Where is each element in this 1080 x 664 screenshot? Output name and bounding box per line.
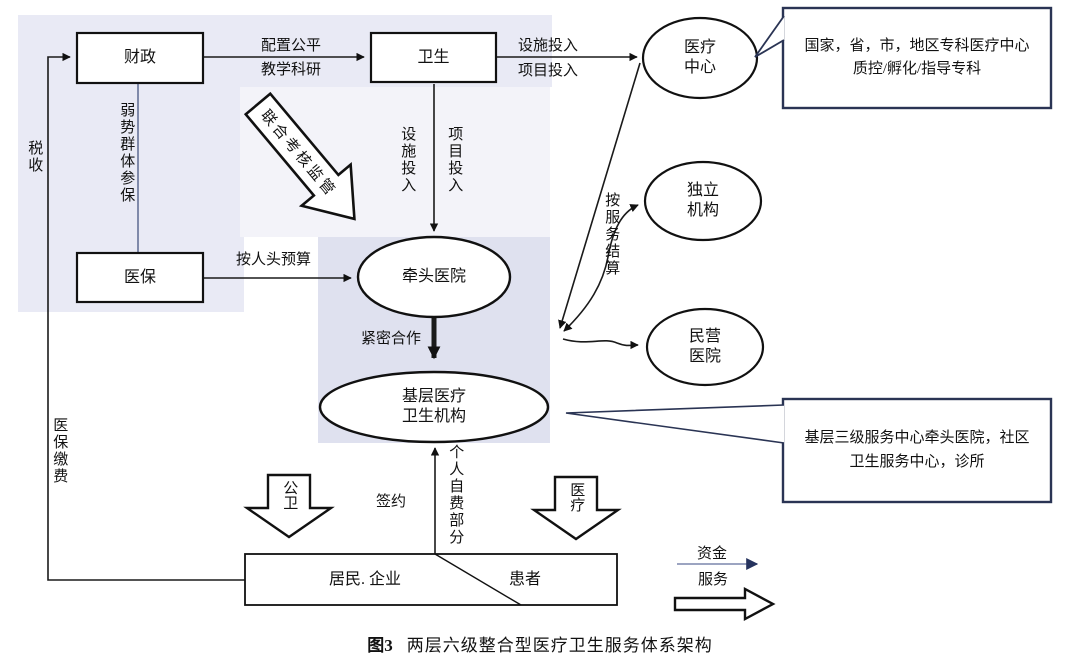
node-medical-center-ellipse xyxy=(641,16,759,100)
node-residents-label: 居民. 企业 xyxy=(328,570,401,588)
callout-specialist-line2: 质控/孵化/指导专科 xyxy=(852,61,982,77)
public-health-flow-label: 公卫 xyxy=(281,480,298,510)
public-health-flow-arrow xyxy=(243,473,335,539)
joint-supervision-arrow: 联合考核监管 xyxy=(243,91,356,221)
callout-specialist-line1: 国家，省，市，地区专科医疗中心 xyxy=(804,37,1030,54)
node-lead-hospital-label: 牵头医院 xyxy=(401,268,466,285)
label-tax: 税收 xyxy=(26,140,43,174)
node-patients-label: 患者 xyxy=(508,570,541,588)
callout-specialist-tail xyxy=(754,15,785,58)
node-medical-center-label: 医疗 中心 xyxy=(683,39,716,76)
edge-private-settlement xyxy=(562,338,639,350)
medical-flow-arrow xyxy=(530,475,622,541)
edge-medical-center-settlement xyxy=(558,62,641,329)
node-primary-care-ellipse xyxy=(318,370,550,444)
label-vulnerable-enroll: 弱势群体参保 xyxy=(118,102,135,204)
node-finance-box xyxy=(75,31,205,85)
node-independent-ellipse xyxy=(643,160,763,242)
label-project-input-top: 项目投入 xyxy=(518,63,579,79)
legend-services-arrow xyxy=(673,586,776,622)
label-service-settlement: 按服务结算 xyxy=(603,192,620,277)
callout-primary-line2: 卫生服务中心，诊所 xyxy=(849,453,985,470)
node-finance-label: 财政 xyxy=(123,49,156,66)
callout-primary-tail xyxy=(565,404,785,444)
label-close-cooperation: 紧密合作 xyxy=(361,331,422,347)
label-sign-contract: 签约 xyxy=(376,494,407,510)
callout-specialist-box xyxy=(781,6,1053,110)
label-insurance-premium: 医保缴费 xyxy=(51,417,68,485)
edge-tax-premium-loop xyxy=(47,52,246,581)
callout-primary-line1: 基层三级服务中心牵头医院，社区 xyxy=(804,430,1030,447)
label-project-input-v: 项目投入 xyxy=(446,126,463,194)
node-private-hospital-ellipse xyxy=(645,307,765,387)
figure-caption-text: 两层六级整合型医疗卫生服务体系架构 xyxy=(406,636,713,655)
label-fair-allocation: 配置公平 xyxy=(261,38,322,54)
figure-caption: 图3 两层六级整合型医疗卫生服务体系架构 xyxy=(0,631,1080,656)
label-facility-input-top: 设施投入 xyxy=(518,38,579,54)
node-lead-hospital-ellipse xyxy=(356,235,512,319)
node-residents-patients-box xyxy=(244,553,618,606)
node-insurance-box xyxy=(75,251,205,304)
node-insurance-label: 医保 xyxy=(123,268,156,286)
residents-patients-divider xyxy=(434,553,522,606)
callout-primary-box xyxy=(781,397,1053,504)
medical-flow-label: 医疗 xyxy=(568,482,585,512)
joint-supervision-label: 联合考核监管 xyxy=(257,107,339,201)
node-health-label: 卫生 xyxy=(417,48,450,66)
figure-caption-tag: 图3 xyxy=(367,636,393,655)
callout-primary-text: 基层三级服务中心牵头医院，社区 卫生服务中心，诊所 xyxy=(783,399,1051,502)
node-health-box xyxy=(369,31,498,84)
node-private-hospital-label: 民营 医院 xyxy=(688,328,721,365)
label-facility-input-v: 设施投入 xyxy=(399,126,416,194)
node-independent-label: 独立 机构 xyxy=(686,182,719,219)
legend-funds-label: 资金 xyxy=(697,546,728,562)
legend-services-label: 服务 xyxy=(698,572,729,588)
label-teaching-research: 教学科研 xyxy=(261,62,322,78)
edge-independent-settlement xyxy=(563,204,639,332)
node-primary-care-label: 基层医疗 卫生机构 xyxy=(401,388,466,425)
label-self-pay: 个人自费部分 xyxy=(447,444,464,546)
label-capitation-budget: 按人头预算 xyxy=(236,252,312,268)
callout-specialist-text: 国家，省，市，地区专科医疗中心 质控/孵化/指导专科 xyxy=(783,8,1051,108)
